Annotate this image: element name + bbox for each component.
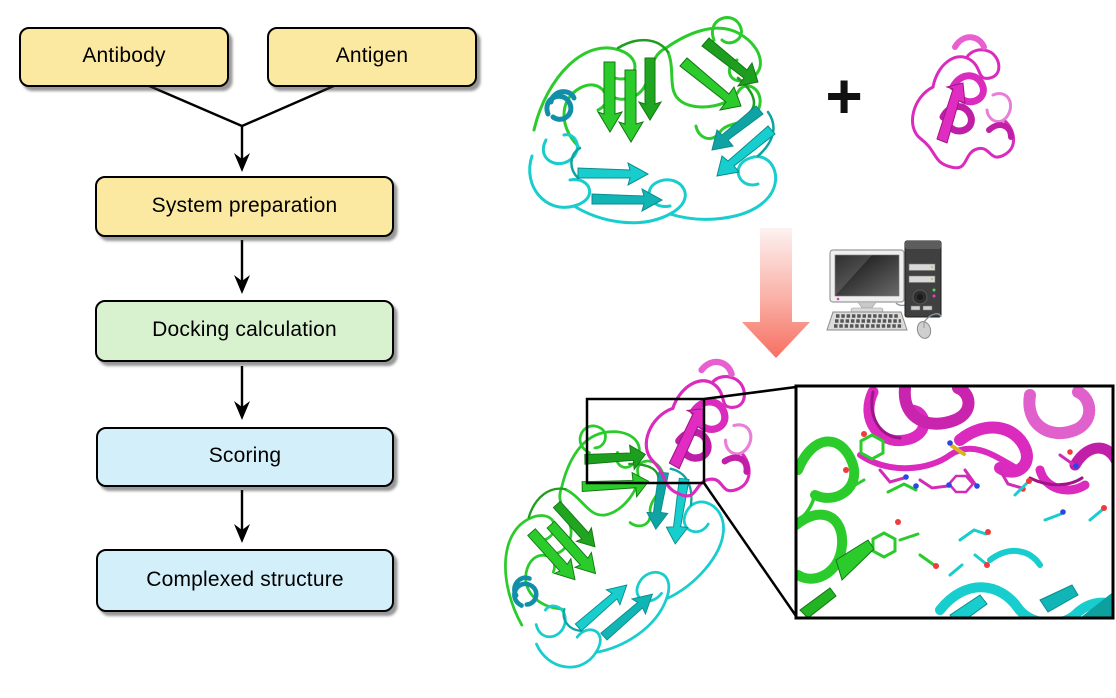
flow-node-antibody: Antibody	[19, 27, 229, 87]
flowchart-connectors	[146, 83, 337, 543]
flow-node-antigen-label: Antigen	[335, 44, 409, 67]
flow-node-system-preparation: System preparation	[95, 176, 394, 237]
antibody-structure	[530, 17, 776, 222]
antigen-structure	[912, 37, 1013, 168]
computer-icon	[826, 240, 942, 339]
flow-node-docking-calculation: Docking calculation	[95, 300, 394, 362]
flow-node-scoring: Scoring	[96, 427, 394, 487]
arrowhead-docking-scoring-icon	[234, 401, 250, 420]
inset-heavy-chain-ribbons	[796, 433, 936, 584]
merge-arrowhead-icon	[234, 153, 250, 172]
computer-monitor-icon	[829, 249, 905, 313]
zoom-callout-line-top	[703, 385, 797, 401]
flow-node-antibody-label: Antibody	[82, 44, 166, 67]
flow-node-system-preparation-label: System preparation	[151, 193, 338, 217]
computer-tower-icon	[904, 240, 942, 318]
flow-node-docking-calculation-label: Docking calculation	[152, 318, 337, 341]
computer-keyboard-icon	[826, 311, 908, 331]
inset-disulfide-stick	[950, 444, 966, 456]
computer-mouse-icon	[916, 313, 942, 339]
interface-inset	[794, 384, 1115, 620]
flow-node-complexed-structure: Complexed structure	[96, 549, 394, 612]
inset-light-chain-ribbons	[935, 481, 1113, 618]
zoom-callout-line-bottom	[702, 482, 798, 617]
inset-border	[794, 384, 1115, 620]
flow-node-complexed-structure-label: Complexed structure	[146, 567, 344, 591]
zoom-callout-rect	[585, 397, 706, 485]
flow-node-antigen: Antigen	[267, 27, 477, 87]
arrowhead-scoring-complex-icon	[234, 524, 250, 543]
merge-connector-lines	[146, 83, 337, 159]
process-down-arrow-icon	[742, 228, 810, 358]
plus-icon: +	[825, 60, 863, 132]
docked-complex-structure	[450, 354, 764, 691]
complex-antibody-structure	[450, 399, 745, 691]
inset-antigen-ribbons	[857, 386, 1113, 495]
flow-node-scoring-label: Scoring	[208, 444, 282, 467]
arrowhead-prep-docking-icon	[234, 275, 250, 294]
